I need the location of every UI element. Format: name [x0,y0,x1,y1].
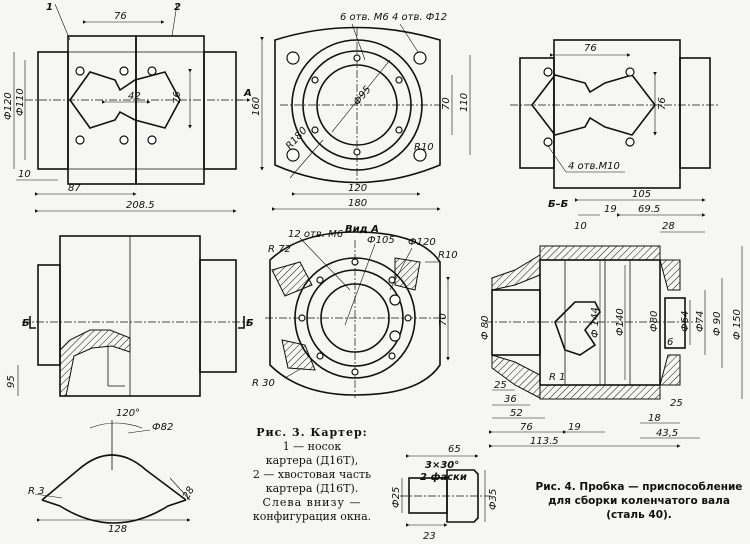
dim-43-5: 43,5 [656,428,678,439]
dim-phi90: Ф 90 [712,311,723,336]
fig4-caption-line2: для сборки коленчатого вала [548,495,730,507]
dim-70: 70 [441,97,452,110]
dim-110: 110 [459,93,470,112]
dim-phi105: Ф105 [367,235,395,246]
dim-113-5: 113.5 [530,436,559,447]
dim-chamfer-3x30: 3×30° [425,460,459,471]
section-mark-b-right: Б [246,318,254,329]
dim-phi110: Ф110 [15,88,26,116]
crankcase-end-view [260,23,471,211]
dim-r10-view-a: R10 [438,250,458,261]
dimension-labels: 1 2 76 42 76 Ф120 Ф110 10 87 208.5 А 6 о… [3,2,743,542]
view-a-title: Вид А [345,224,379,235]
fig4-caption: Рис. 4. Пробка — приспособление для сбор… [530,480,748,522]
dim-25-right: 25 [670,398,683,409]
holes-6-m6: 6 отв. М6 [340,12,389,23]
fig3-caption-note-b: конфигурация окна. [252,510,372,523]
dim-phi35: Ф35 [488,489,499,510]
dim-r72: R 72 [268,244,291,255]
fig4-dim-76-vertical: 76 [657,97,668,110]
dim-180: 180 [348,198,367,209]
crankcase-front-view [13,3,251,213]
callout-2: 2 [174,2,181,13]
dim-r30: R 30 [252,378,275,389]
crankcase-side-view [17,235,250,397]
section-bb-title: Б–Б [548,199,569,210]
dim-28: 28 [662,221,675,232]
dim-phi140: Ф140 [615,308,626,336]
dim-r180: R180 [284,125,310,152]
dim-25-left: 25 [494,380,507,391]
dim-r1: R 1 [549,372,566,383]
dim-19-bottom: 19 [568,422,581,433]
dim-r10: R10 [414,142,434,153]
dim-phi80-inner: Ф80 [649,311,660,332]
dim-52: 52 [510,408,523,419]
fig4-caption-line3: (сталь 40). [606,509,672,521]
fig3-caption-item2a: 2 — хвостовая часть [252,468,372,481]
dim-36: 36 [504,394,517,405]
dim-phi120: Ф120 [3,92,14,120]
dim-phi64: Ф64 [680,311,691,332]
fig3-caption-note-a: Слева внизу — [262,496,362,509]
dim-128: 128 [108,524,127,535]
plug-section-bb [485,198,743,448]
dim-phi120-view-a: Ф120 [408,237,436,248]
dim-208-5: 208.5 [126,200,155,211]
dim-10-section: 10 [574,221,587,232]
holes-12-m6: 12 отв. М6 [288,229,343,240]
fig4-caption-line1: Рис. 4. Пробка — приспособление [535,481,743,493]
fig3-caption-item1b: картера (Д16Т), [265,454,359,467]
holes-4-m10: 4 отв.М10 [568,161,620,172]
dim-105: 105 [632,189,651,200]
dim-120-degrees: 120° [116,408,140,419]
dim-phi74: Ф74 [695,311,706,332]
dim-6: 6 [667,337,673,348]
dim-42: 42 [128,91,141,102]
dim-18: 18 [648,413,661,424]
dim-chamfer-2: 2 фаски [420,471,467,483]
dim-23: 23 [423,531,436,542]
dim-phi95: Ф95 [352,84,374,108]
dim-120: 120 [348,183,367,194]
dim-76-vertical: 76 [172,91,183,104]
pin-detail [400,454,490,527]
dim-phi82: Ф82 [152,422,173,433]
fig3-caption-item1a: 1 — носок [282,440,342,453]
window-configuration [34,420,191,524]
dim-19-top: 19 [604,204,617,215]
dim-160: 160 [251,97,262,116]
fig3-caption-item2b: картера (Д16Т). [265,482,359,495]
dim-phi80-left: Ф 80 [480,315,491,340]
dim-95: 95 [6,375,17,388]
dim-phi144: Ф 144 [590,307,601,338]
crankcase-view-a [265,231,450,398]
dim-phi25: Ф25 [391,487,402,508]
dim-70-view-a: 70 [438,313,449,326]
dim-76-section: 76 [520,422,533,433]
fig3-caption-title: Рис. 3. Картер: [256,426,368,439]
callout-1: 1 [46,2,53,13]
holes-4-phi12: 4 отв. Ф12 [392,12,447,23]
section-mark-b-left: Б [22,318,30,329]
dim-10: 10 [18,169,31,180]
fig3-caption: Рис. 3. Картер: 1 — носок картера (Д16Т)… [246,426,378,524]
dim-65: 65 [448,444,461,455]
dim-69-5: 69.5 [638,204,660,215]
plug-top-view [510,39,720,189]
dim-76: 76 [114,11,127,22]
dim-phi150: Ф 150 [732,309,743,340]
view-arrow-a: А [243,88,252,99]
dim-87: 87 [68,183,81,194]
dim-r3: R 3 [28,486,45,497]
fig4-dim-76: 76 [584,43,597,54]
